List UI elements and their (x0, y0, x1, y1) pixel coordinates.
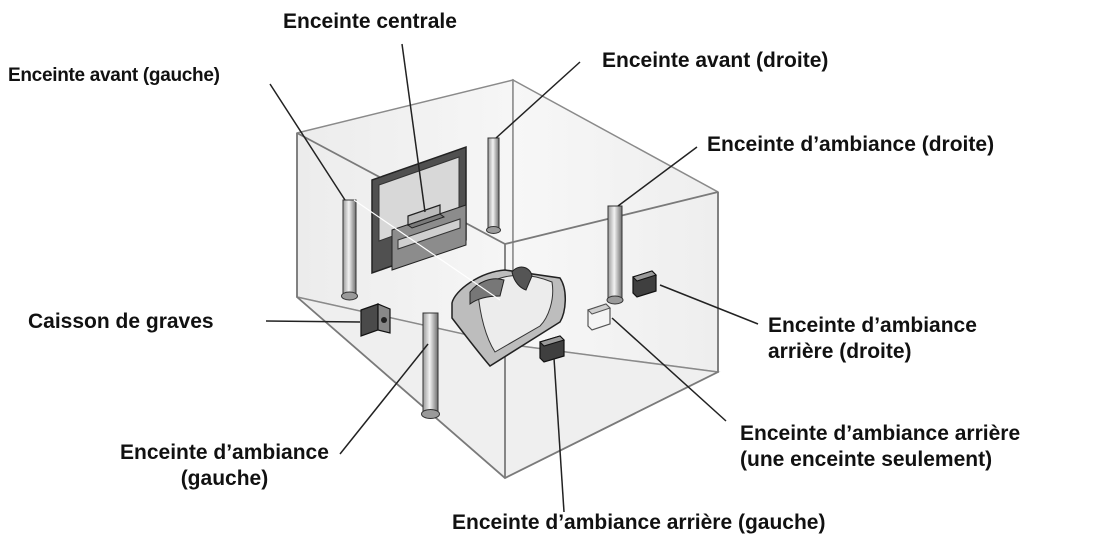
center-speaker (406, 204, 446, 229)
tv-set (371, 145, 467, 275)
label-surround-right-speaker: Enceinte d’ambiance (droite) (707, 133, 995, 156)
surround-back-left-speaker (539, 335, 565, 363)
leader-surround-left (339, 343, 429, 455)
label-surround-back-left: Enceinte d’ambiance arrière (gauche) (452, 511, 826, 534)
label-subwoofer: Caisson de graves (28, 310, 214, 333)
tv-shelf (397, 218, 461, 250)
label-surround-left-line2: (gauche) (180, 467, 269, 490)
surround-back-single-speaker (587, 303, 611, 331)
label-surround-back-single: Enceinte d’ambiance arrière (une enceint… (740, 421, 1020, 473)
leader-subwoofer (265, 320, 361, 323)
subwoofer (360, 303, 391, 337)
label-surround-back-right-line2: arrière (droite) (768, 340, 912, 363)
front-right-speaker (486, 137, 501, 234)
label-surround-back-single-line2: (une enceinte seulement) (740, 448, 993, 471)
label-surround-back-right-line1: Enceinte d’ambiance (768, 314, 977, 337)
surround-back-right-speaker (632, 270, 657, 298)
label-surround-left-line1: Enceinte d’ambiance (120, 441, 329, 464)
label-surround-back-single-line1: Enceinte d’ambiance arrière (740, 422, 1021, 445)
leader-surround-back-single (611, 317, 727, 422)
leader-surround-back-left (553, 357, 565, 513)
front-left-speaker (341, 199, 358, 301)
surround-left-speaker (421, 312, 440, 419)
label-front-right-speaker: Enceinte avant (droite) (602, 49, 829, 72)
label-front-left-speaker: Enceinte avant (gauche) (8, 65, 220, 86)
label-surround-back-right: Enceinte d’ambiance arrière (droite) (768, 313, 977, 365)
surround-right-speaker (606, 205, 624, 305)
listening-chair (451, 266, 566, 367)
leader-surround-right (617, 146, 698, 207)
leader-surround-back-right (659, 284, 759, 325)
leader-front-left (269, 83, 346, 201)
leader-lines (265, 43, 759, 513)
label-center-speaker: Enceinte centrale (283, 10, 457, 33)
leader-front-right (495, 61, 581, 139)
leader-center (401, 43, 426, 213)
leader-listener-left (353, 199, 501, 301)
label-surround-left: Enceinte d’ambiance (gauche) (120, 440, 329, 492)
